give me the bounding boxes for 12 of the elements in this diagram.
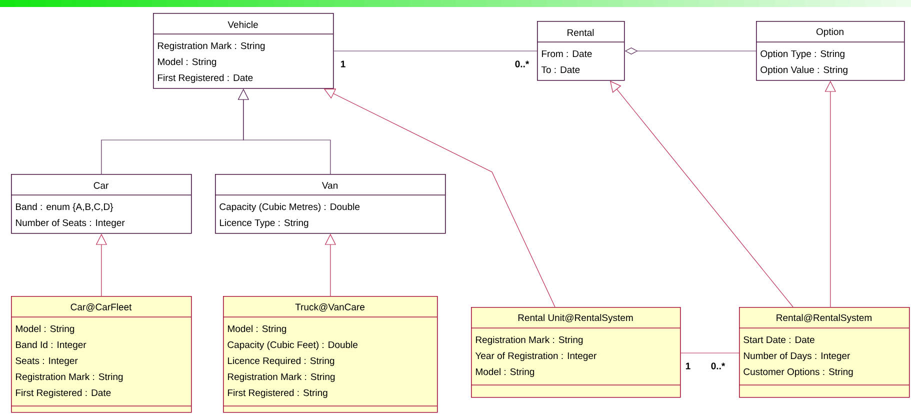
multiplicity-label: 0..*	[711, 362, 726, 370]
class-box: Truck@VanCare Model : String Capacity (Cubic Feet) : Double Licence Required : String Registration Mark : String First Registered : String	[222, 296, 438, 413]
class-box: Rental Unit@RentalSystem Registration Mark : String Year of Registration : Integer Model : String	[470, 307, 681, 398]
class-box: Car@CarFleet Model : String Band Id : Integer Seats : Integer Registration Mark : String First Registered : Date	[10, 296, 192, 413]
class-box: Rental From : Date To : Date	[536, 21, 625, 81]
class-box: Vehicle Registration Mark : String Model : String First Registered : Date	[152, 13, 334, 89]
connector-line	[334, 50, 538, 52]
class-box: Rental@RentalSystem Start Date : Date Number of Days : Integer Customer Options : String	[738, 307, 910, 398]
class-box: Option Option Type : String Option Value : String	[756, 21, 905, 81]
class-box: Van Capacity (Cubic Metres) : Double Licence Type : String	[214, 174, 446, 234]
connector-line	[680, 352, 740, 354]
class-box: Car Band : enum {A,B,C,D} Number of Seats : Integer	[10, 174, 192, 234]
